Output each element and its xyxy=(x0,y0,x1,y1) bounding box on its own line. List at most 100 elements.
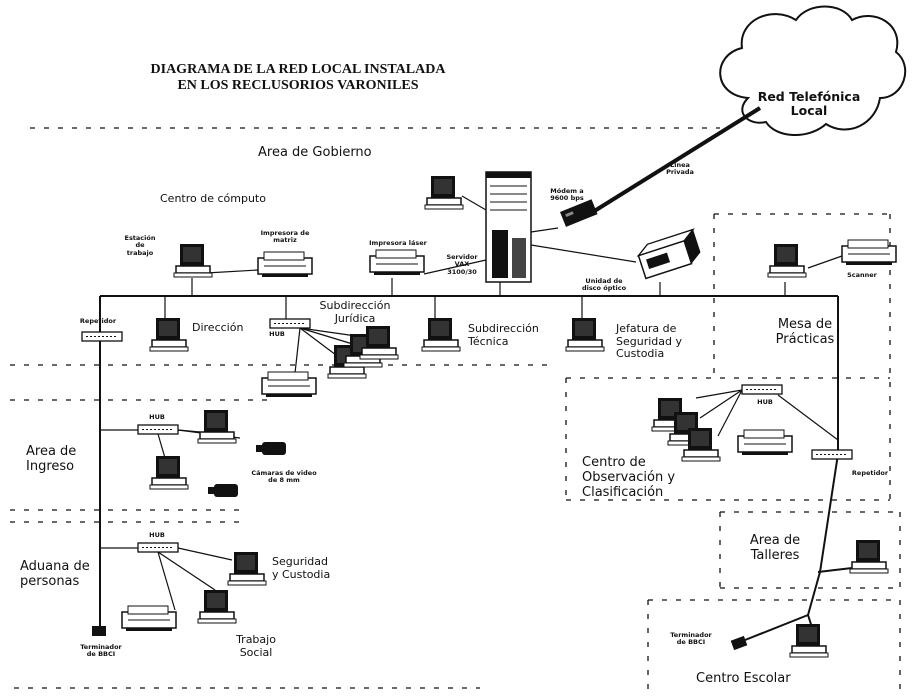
diagram-title: DIAGRAMA DE LA RED LOCAL INSTALADA EN LO… xyxy=(138,62,458,94)
centro-obs-label-3: Clasificación xyxy=(582,484,664,500)
talleres-label-1: Area de xyxy=(749,533,801,548)
terminator-2-line-2: de BBCI xyxy=(676,638,706,647)
computer-icon-trabajo-social xyxy=(197,589,237,624)
optical-disk-label-2: disco óptico xyxy=(581,284,627,293)
printer-icon-trabajo-social xyxy=(121,605,177,632)
cameras-label-1: Cámaras de video xyxy=(251,469,317,477)
subdir-tecnica-label: Subdirección Técnica xyxy=(468,322,539,348)
subdir-tecnica-label-2: Técnica xyxy=(468,334,509,348)
matrix-printer-label-1: Impresora de xyxy=(260,229,310,237)
area-ingreso-label: Area de Ingreso xyxy=(26,444,77,475)
seguridad-label-2: y Custodia xyxy=(272,567,331,581)
private-line-label-1: Línea xyxy=(670,161,690,169)
modem-label-1: Módem a xyxy=(550,187,584,195)
centro-computo-label: Centro de cómputo xyxy=(160,192,266,205)
hub-icon-obs xyxy=(741,384,783,395)
matrix-printer-icon xyxy=(257,251,313,278)
backbone-lines xyxy=(99,295,853,653)
workstation-label-3: trabajo xyxy=(126,248,154,257)
trabajo-social-label-1: Trabajo xyxy=(236,633,276,646)
cloud-label-line-2: Local xyxy=(790,103,828,119)
cameras-label-2: de 8 mm xyxy=(268,476,300,485)
terminator-label-1: Terminador de BBCI xyxy=(74,643,128,659)
hub-label-aduana: HUB xyxy=(149,531,165,539)
centro-escolar-label: Centro Escolar xyxy=(696,671,791,686)
hub-icon-aduana xyxy=(137,542,179,553)
optical-disk-icon xyxy=(636,228,701,280)
matrix-printer-label-2: matriz xyxy=(273,236,297,245)
hub-label-ingreso: HUB xyxy=(149,413,165,421)
computer-icon-server-console xyxy=(424,175,464,210)
seguridad-label: Seguridad y Custodia xyxy=(272,555,331,581)
printer-icon-juridica xyxy=(261,371,317,398)
repeater-icon-2 xyxy=(811,449,853,460)
jefatura-label-3: Custodia xyxy=(616,347,665,361)
video-camera-icon-2 xyxy=(208,484,238,497)
workstation-label: Estación de trabajo xyxy=(120,234,160,257)
terminator-icon-1 xyxy=(92,626,106,636)
scanner-icon xyxy=(841,239,897,266)
jefatura-label-2: Seguridad y xyxy=(616,334,682,348)
modem-label: Módem a 9600 bps xyxy=(546,187,588,203)
mesa-label-1: Mesa de xyxy=(777,317,833,332)
subdir-juridica-label-2: Jurídica xyxy=(334,311,376,325)
computer-icon-seguridad xyxy=(227,551,267,586)
optical-disk-label: Unidad de disco óptico xyxy=(574,277,634,293)
server-label-3: 3100/30 xyxy=(447,267,477,276)
video-camera-icon-1 xyxy=(256,442,286,455)
cameras-label: Cámaras de video de 8 mm xyxy=(248,469,320,485)
trabajo-social-label: Trabajo Social xyxy=(226,633,286,659)
hub-icon-ingreso xyxy=(137,424,179,435)
private-line xyxy=(586,106,762,217)
cloud-label: Red Telefónica Local xyxy=(742,89,876,119)
centro-obs-label-1: Centro de xyxy=(582,455,646,470)
title-line-2: EN LOS RECLUSORIOS VARONILES xyxy=(177,78,419,94)
terminator-1-line-2: de BBCI xyxy=(86,650,116,659)
subdir-tecnica-label-1: Subdirección xyxy=(468,322,539,335)
area-ingreso-label-2: Ingreso xyxy=(26,458,75,474)
hub-icon-juridica xyxy=(269,318,311,329)
computer-icon-mesa xyxy=(767,243,807,278)
talleres-label-2: Talleres xyxy=(750,547,800,563)
computer-icon-talleres xyxy=(849,539,889,574)
terminator-2-line-1: Terminador xyxy=(670,631,712,639)
modem-icon xyxy=(560,199,598,227)
hub-label-obs: HUB xyxy=(757,398,773,406)
area-talleres-label: Area de Talleres xyxy=(740,533,810,564)
laser-printer-label: Impresora láser xyxy=(369,239,427,247)
subdir-juridica-label-1: Subdirección xyxy=(319,299,391,312)
private-line-label-2: Privada xyxy=(666,168,694,177)
centro-observacion-label: Centro de Observación y Clasificación xyxy=(582,455,675,501)
server-label-1: Servidor xyxy=(446,253,478,261)
trabajo-social-label-2: Social xyxy=(239,645,273,659)
area-ingreso-label-1: Area de xyxy=(26,444,77,459)
computer-icon-direccion xyxy=(149,317,189,352)
terminator-icon-2 xyxy=(730,635,748,651)
optical-disk-label-1: Unidad de xyxy=(585,277,623,285)
mesa-label-2: Prácticas xyxy=(775,331,835,347)
repeater-label: Repetidor xyxy=(79,317,117,325)
hub-label-juridica: HUB xyxy=(269,330,285,338)
workstation-label-1: Estación xyxy=(124,234,156,242)
aduana-label-2: personas xyxy=(20,573,80,589)
jefatura-label-1: Jefatura de xyxy=(616,322,677,335)
jefatura-label: Jefatura de Seguridad y Custodia xyxy=(616,322,682,361)
matrix-printer-label: Impresora de matriz xyxy=(250,229,320,245)
laser-printer-icon xyxy=(369,249,425,276)
area-borders xyxy=(10,127,901,694)
server-label: Servidor VAX 3100/30 xyxy=(442,253,482,276)
subdir-juridica-label: Subdirección Jurídica xyxy=(310,299,400,325)
workstation-label-2: de xyxy=(135,241,145,250)
computer-icon-ingreso-1 xyxy=(197,409,237,444)
terminator-label-2: Terminador de BBCI xyxy=(664,631,718,647)
modem-label-2: 9600 bps xyxy=(550,194,584,203)
direccion-label: Dirección xyxy=(192,321,244,334)
area-gobierno-label: Area de Gobierno xyxy=(258,145,372,160)
aduana-label-1: Aduana de xyxy=(20,559,90,574)
terminator-1-line-1: Terminador xyxy=(80,643,122,651)
computer-icon-ingreso-2 xyxy=(149,455,189,490)
mesa-practicas-label: Mesa de Prácticas xyxy=(760,317,850,348)
server-label-2: VAX xyxy=(454,260,470,269)
computer-icon-escolar xyxy=(789,623,829,658)
